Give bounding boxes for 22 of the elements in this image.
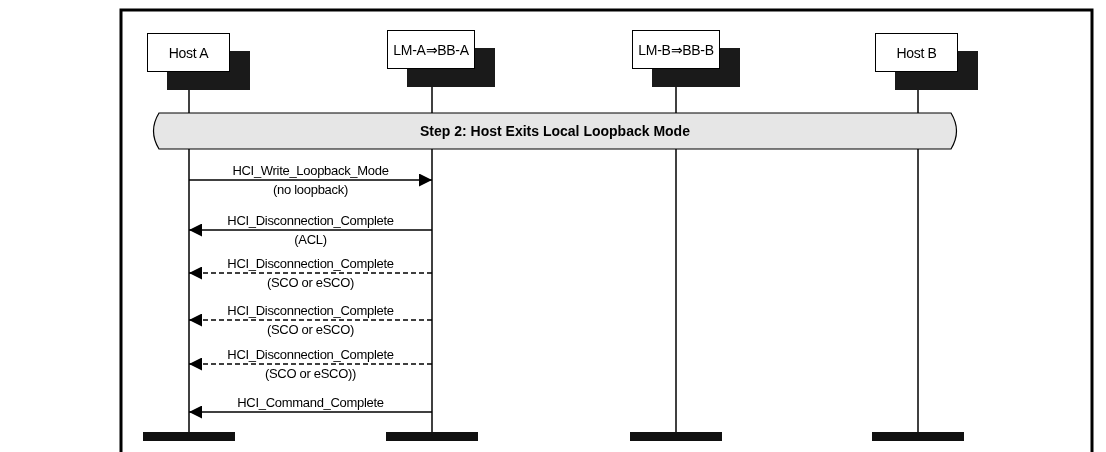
message-arrow [188, 357, 433, 371]
message-label: HCI_Disconnection_Complete [227, 257, 394, 271]
message-parameter: (no loopback) [273, 183, 348, 197]
message-label: HCI_Command_Complete [237, 396, 384, 410]
participant-box: Host A [147, 33, 230, 72]
message-label: HCI_Disconnection_Complete [227, 304, 394, 318]
message-arrow [188, 173, 433, 187]
message-arrow [188, 405, 433, 419]
message-arrow [188, 266, 433, 280]
message-parameter: (ACL) [294, 233, 327, 247]
message-arrow [188, 223, 433, 237]
message-parameter: (SCO or eSCO) [266, 323, 355, 337]
participant-box: LM-A⇒BB-A [387, 30, 475, 69]
message-arrow [188, 313, 433, 327]
participant-box: Host B [875, 33, 958, 72]
message-label: HCI_Disconnection_Complete [227, 214, 394, 228]
message-parameter: (SCO or eSCO) [266, 276, 355, 290]
message-label: HCI_Disconnection_Complete [227, 348, 394, 362]
participant-box: LM-B⇒BB-B [632, 30, 720, 69]
message-parameter: (SCO or eSCO)) [264, 367, 357, 381]
message-label: HCI_Write_Loopback_Mode [232, 164, 389, 178]
step-title: Step 2: Host Exits Local Loopback Mode [420, 123, 690, 139]
